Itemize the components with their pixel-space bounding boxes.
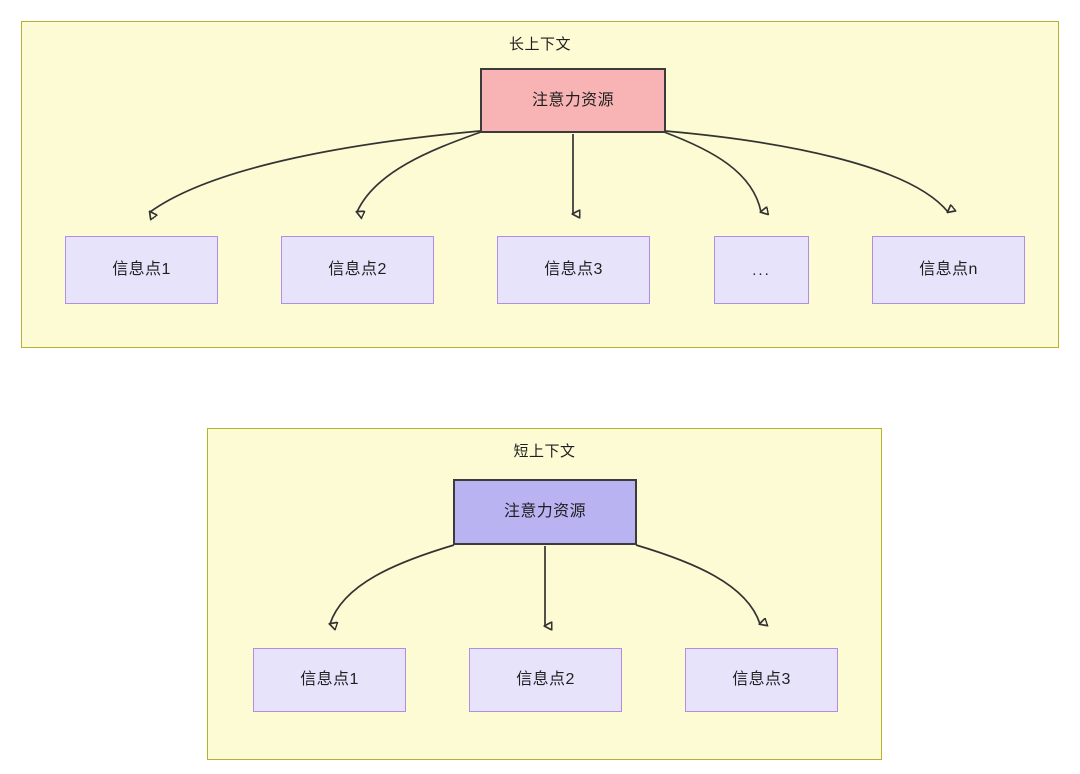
node-label: 信息点1 — [300, 671, 359, 688]
node-label: 信息点3 — [544, 261, 603, 278]
node-info-point-3-short[interactable]: 信息点3 — [685, 648, 838, 712]
group-title-long-context: 长上下文 — [508, 36, 571, 53]
group-title-short-context: 短上下文 — [513, 443, 576, 460]
node-info-point-n-long[interactable]: 信息点n — [872, 236, 1025, 304]
node-label: 注意力资源 — [531, 91, 614, 109]
node-label: 信息点2 — [516, 671, 575, 688]
node-info-point-ellipsis-long[interactable]: ... — [714, 236, 809, 304]
node-attention-resource-short[interactable]: 注意力资源 — [453, 479, 637, 545]
node-label: 信息点2 — [328, 261, 387, 278]
node-info-point-2-long[interactable]: 信息点2 — [281, 236, 434, 304]
node-label: ... — [752, 261, 771, 279]
node-attention-resource-long[interactable]: 注意力资源 — [480, 68, 666, 133]
node-label: 注意力资源 — [503, 503, 586, 520]
node-label: 信息点1 — [112, 261, 171, 278]
node-info-point-1-long[interactable]: 信息点1 — [65, 236, 218, 304]
node-label: 信息点3 — [732, 671, 791, 688]
node-info-point-2-short[interactable]: 信息点2 — [469, 648, 622, 712]
node-label: 信息点n — [919, 261, 978, 278]
node-info-point-1-short[interactable]: 信息点1 — [253, 648, 406, 712]
node-info-point-3-long[interactable]: 信息点3 — [497, 236, 650, 304]
